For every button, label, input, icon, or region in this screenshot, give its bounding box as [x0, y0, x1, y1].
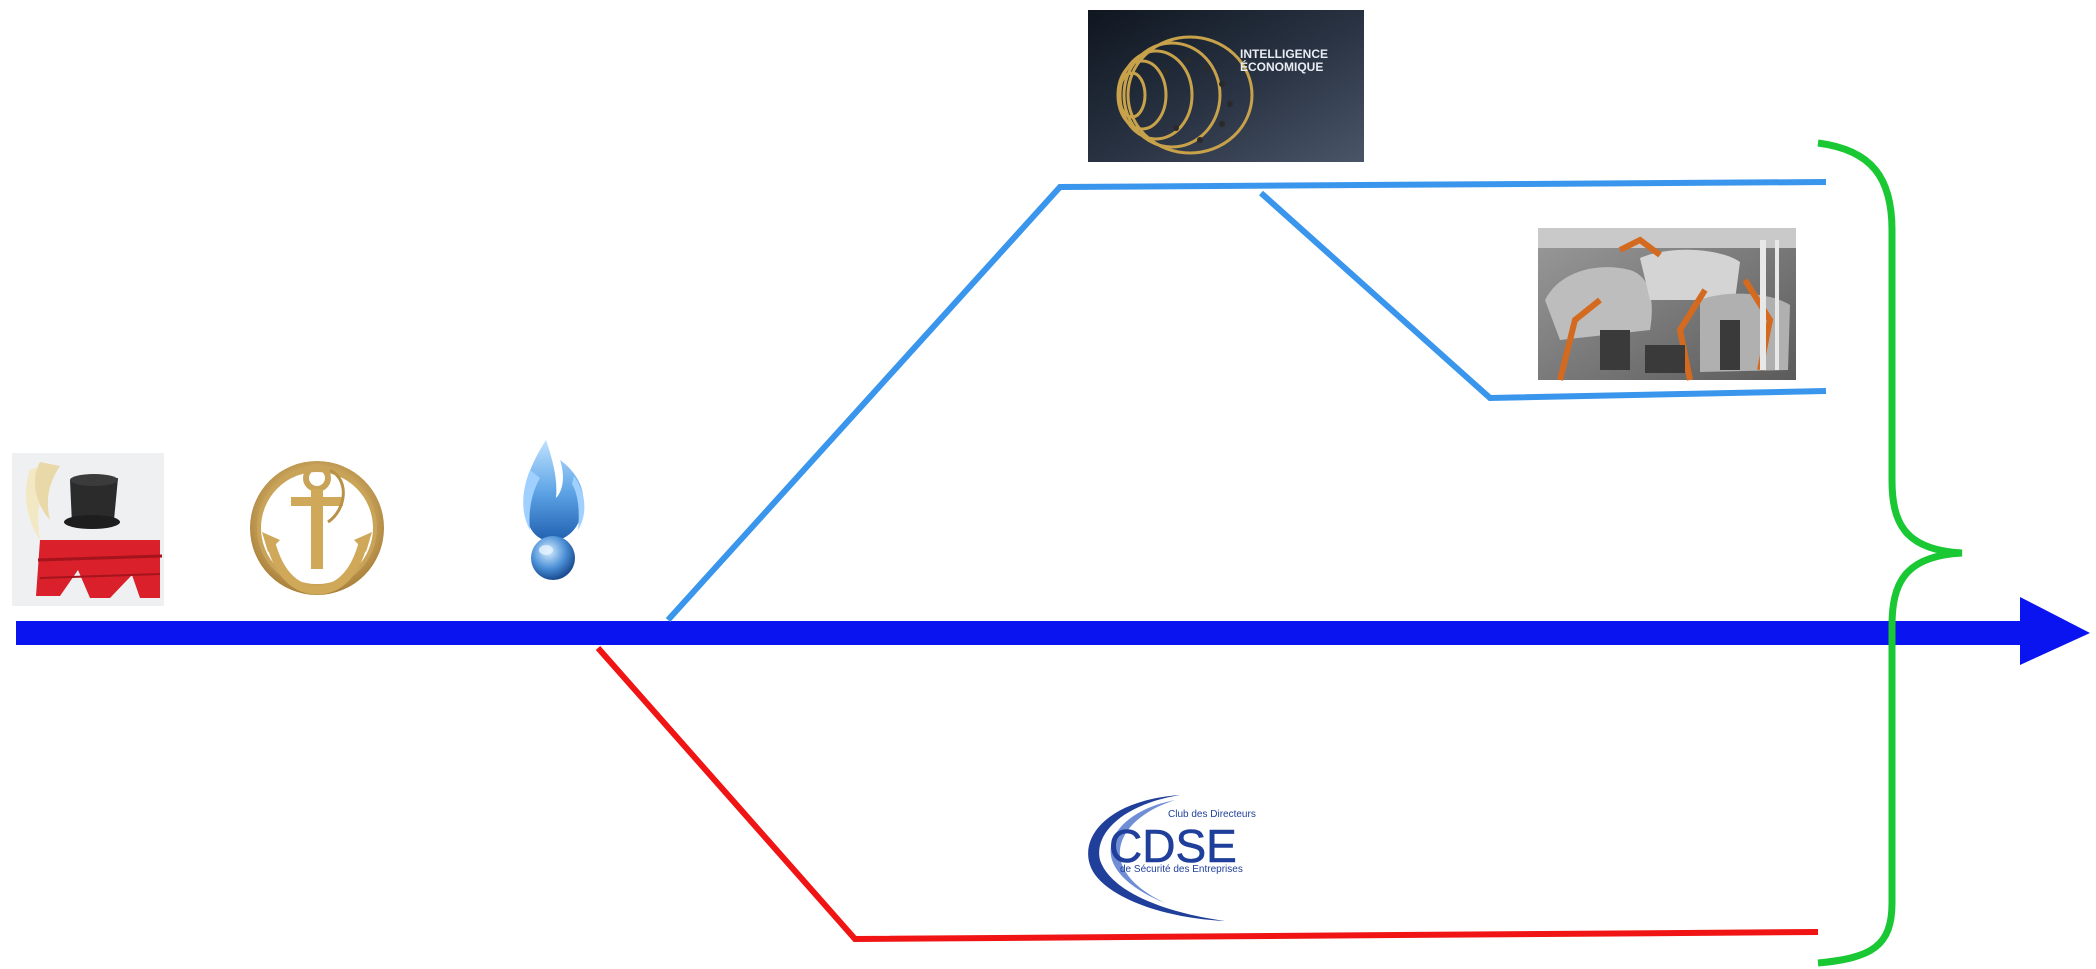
timeline-arrow — [16, 597, 2090, 665]
cdse-main-text: CDSE — [1109, 820, 1237, 872]
upper-branch-path — [1258, 190, 1827, 402]
upper-career-path — [665, 179, 1827, 623]
cdse-logo: Club des Directeurs CDSE de Sécurité des… — [1088, 795, 1256, 921]
grenade-image — [523, 440, 585, 580]
helmet-image — [12, 453, 164, 606]
green-brace — [1817, 139, 1963, 967]
cdse-bottom-text: de Sécurité des Entreprises — [1120, 864, 1243, 875]
cdse-top-text: Club des Directeurs — [1168, 809, 1256, 820]
banner-line1: INTELLIGENCE — [1240, 47, 1328, 61]
anchor-image — [250, 461, 384, 595]
factory-image — [1538, 228, 1796, 381]
banner-line2: ÉCONOMIQUE — [1240, 59, 1323, 74]
intelligence-economique-image: INTELLIGENCE ÉCONOMIQUE — [1088, 10, 1364, 162]
lower-career-path — [595, 646, 1819, 943]
